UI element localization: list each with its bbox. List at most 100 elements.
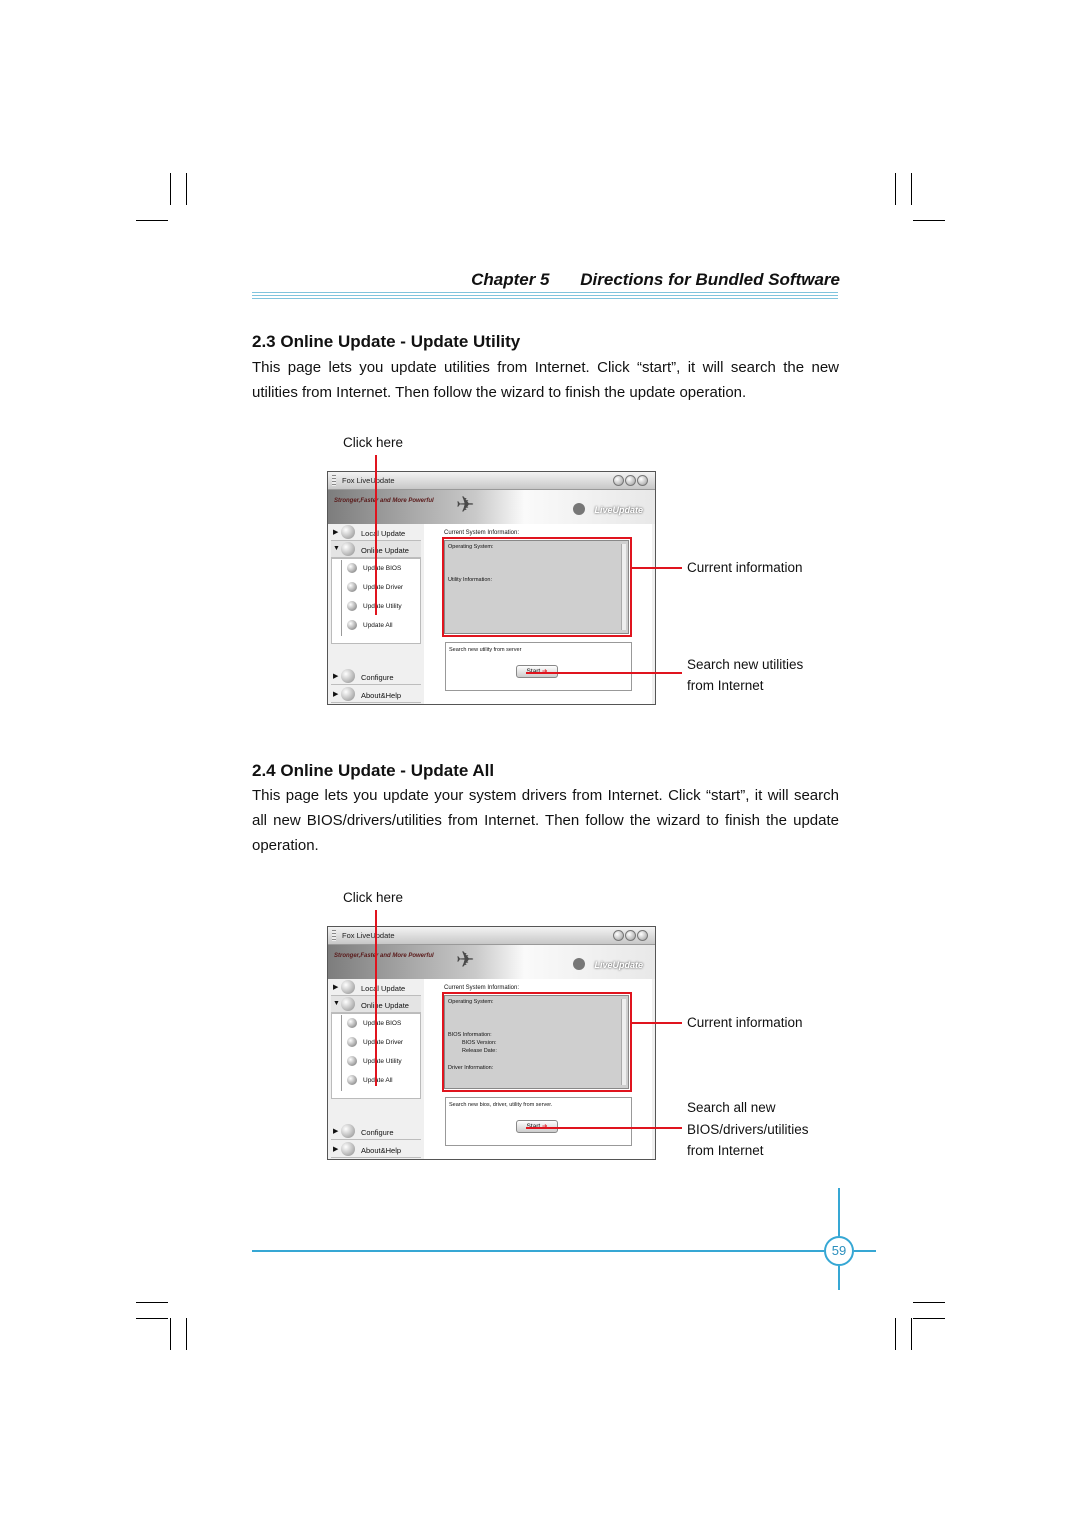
header-rule — [252, 292, 838, 293]
local-update-icon — [341, 525, 355, 539]
submenu-item-update-utility[interactable]: Update Utility — [331, 598, 421, 617]
banner-slogan: Stronger,Faster and More Powerful — [334, 498, 434, 504]
sidebar-item-label: Local Update — [361, 984, 406, 993]
window-title: Fox LiveUpdate — [342, 931, 395, 940]
chevron-right-icon: ▶ — [333, 673, 339, 680]
minimize-button[interactable] — [613, 475, 624, 486]
section-heading-update-utility: 2.3 Online Update - Update Utility — [252, 332, 521, 351]
help-icon — [341, 1142, 355, 1156]
submenu-label: Update Utility — [363, 1058, 402, 1065]
callout-line — [526, 672, 682, 674]
scrollbar[interactable] — [621, 544, 626, 630]
callout-line — [375, 910, 377, 1086]
update-all-icon — [347, 620, 357, 630]
info-line: Operating System: — [448, 544, 494, 550]
highlight-current-info — [442, 537, 632, 637]
arrow-right-icon: ➔ — [542, 1123, 547, 1130]
window-controls — [613, 473, 649, 488]
submenu-item-update-all[interactable]: Update All — [331, 617, 421, 636]
sidebar-item-label: Online Update — [361, 1001, 409, 1010]
search-panel: Search new bios, driver, utility from se… — [445, 1097, 632, 1146]
system-info-box: Operating System: Utility Information: — [444, 540, 629, 634]
tree-line — [341, 1015, 342, 1091]
close-button[interactable] — [637, 930, 648, 941]
gear-icon — [341, 1124, 355, 1138]
info-line: Driver Information: — [448, 1065, 494, 1071]
section-paragraph-update-all: This page lets you update your system dr… — [252, 787, 839, 854]
info-line: BIOS Version: — [462, 1040, 497, 1046]
search-label: Search new bios, driver, utility from se… — [449, 1102, 553, 1108]
submenu-item-update-all[interactable]: Update All — [331, 1072, 421, 1091]
submenu-item-update-driver[interactable]: Update Driver — [331, 579, 421, 598]
system-info-title: Current System Information: — [444, 985, 520, 991]
airplane-icon: ✈ — [456, 492, 475, 517]
banner-slogan: Stronger,Faster and More Powerful — [334, 953, 434, 959]
liveupdate-logo: LiveUpdate — [594, 505, 643, 515]
submenu-label: Update Utility — [363, 603, 402, 610]
page-number: 59 — [824, 1236, 854, 1266]
scrollbar[interactable] — [621, 999, 626, 1085]
submenu-item-update-bios[interactable]: Update BIOS — [331, 1015, 421, 1034]
liveupdate-window-all: Fox LiveUpdate Stronger,Faster and More … — [327, 926, 656, 1160]
section-paragraph-update-utility: This page lets you update utilities from… — [252, 359, 839, 401]
driver-icon — [347, 582, 357, 592]
sidebar-item-label: Configure — [361, 673, 394, 682]
sidebar-item-label: About&Help — [361, 1146, 402, 1155]
header-rule — [252, 298, 838, 299]
callout-search-line-1: Search all new — [687, 1100, 776, 1115]
liveupdate-window-utility: Fox LiveUpdate Stronger,Faster and More … — [327, 471, 656, 705]
submenu-item-update-bios[interactable]: Update BIOS — [331, 560, 421, 579]
submenu-label: Update All — [363, 622, 393, 629]
start-label: Start — [527, 668, 541, 675]
chapter-header: Chapter 5 Directions for Bundled Softwar… — [471, 270, 840, 290]
bios-icon — [347, 1018, 357, 1028]
chevron-down-icon: ▼ — [333, 545, 340, 552]
app-banner: Stronger,Faster and More Powerful ✈ Live… — [328, 490, 655, 524]
section-heading-update-all: 2.4 Online Update - Update All — [252, 761, 495, 780]
liveupdate-logo-icon — [573, 958, 585, 970]
footer-rule — [854, 1250, 876, 1252]
callout-click-here: Click here — [343, 890, 404, 905]
sidebar-item-label: Configure — [361, 1128, 394, 1137]
chevron-right-icon: ▶ — [333, 1128, 339, 1135]
info-line: Operating System: — [448, 999, 494, 1005]
window-controls — [613, 928, 649, 943]
grip-icon — [332, 475, 336, 486]
sidebar-item-about-help[interactable]: ▶ About&Help — [331, 686, 421, 703]
chapter-title: Directions for Bundled Software — [580, 270, 840, 289]
callout-line — [632, 567, 682, 569]
window-titlebar: Fox LiveUpdate — [328, 472, 655, 490]
callout-search-line-2: from Internet — [687, 678, 764, 693]
update-all-icon — [347, 1075, 357, 1085]
callout-line — [526, 1127, 682, 1129]
help-button[interactable] — [625, 930, 636, 941]
search-label: Search new utility from server — [449, 647, 522, 653]
chevron-right-icon: ▶ — [333, 984, 339, 991]
sidebar-item-configure[interactable]: ▶ Configure — [331, 668, 421, 685]
sidebar-item-configure[interactable]: ▶ Configure — [331, 1123, 421, 1140]
start-button[interactable]: Start ➔ — [516, 1120, 558, 1133]
chapter-number: Chapter 5 — [471, 270, 550, 289]
system-info-box: Operating System: BIOS Information: BIOS… — [444, 995, 629, 1089]
utility-icon — [347, 1056, 357, 1066]
liveupdate-logo-icon — [573, 503, 585, 515]
grip-icon — [332, 930, 336, 941]
utility-icon — [347, 601, 357, 611]
help-button[interactable] — [625, 475, 636, 486]
start-button[interactable]: Start ➔ — [516, 665, 558, 678]
online-update-icon — [341, 997, 355, 1011]
info-line: Release Date: — [462, 1048, 497, 1054]
callout-click-here: Click here — [343, 435, 404, 450]
arrow-right-icon: ➔ — [542, 668, 547, 675]
minimize-button[interactable] — [613, 930, 624, 941]
online-update-icon — [341, 542, 355, 556]
close-button[interactable] — [637, 475, 648, 486]
info-line: Utility Information: — [448, 577, 493, 583]
callout-search-line-1: Search new utilities — [687, 657, 804, 672]
sidebar-item-about-help[interactable]: ▶ About&Help — [331, 1141, 421, 1158]
footer-rule — [252, 1250, 824, 1252]
search-panel: Search new utility from server Start ➔ — [445, 642, 632, 691]
submenu-label: Update BIOS — [363, 1020, 402, 1027]
submenu-item-update-driver[interactable]: Update Driver — [331, 1034, 421, 1053]
submenu-item-update-utility[interactable]: Update Utility — [331, 1053, 421, 1072]
